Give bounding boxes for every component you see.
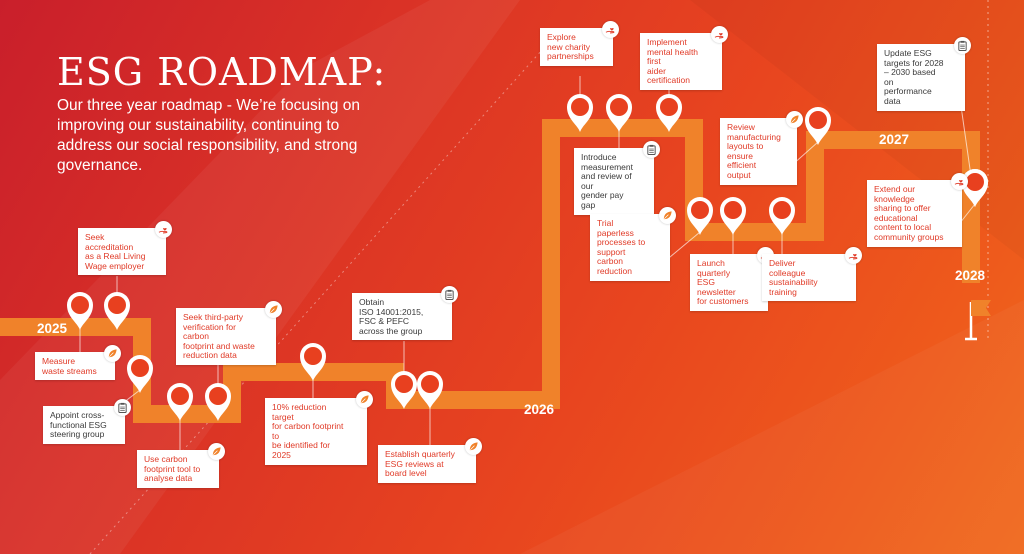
map-pin-icon xyxy=(64,289,96,331)
map-pin-icon xyxy=(564,91,596,133)
milestone-card: 10% reduction target for carbon footprin… xyxy=(265,391,373,465)
milestone-text: Deliver colleague sustainability trainin… xyxy=(769,258,818,297)
milestone-text: Obtain ISO 14001:2015, FSC & PEFC across… xyxy=(359,297,424,336)
milestone-text: Review manufacturing layouts to ensure e… xyxy=(727,122,781,180)
milestone-text: Seek accreditation as a Real Living Wage… xyxy=(85,232,146,271)
map-pin-icon xyxy=(603,91,635,133)
milestone-card: Introduce measurement and review of our … xyxy=(574,141,660,215)
clipboard-icon xyxy=(441,286,458,303)
milestone-card: Seek third-party verification for carbon… xyxy=(176,301,282,365)
map-pin-icon xyxy=(684,194,716,236)
milestone-text: Explore new charity partnerships xyxy=(547,32,594,62)
milestone-text: Extend our knowledge sharing to offer ed… xyxy=(874,184,944,242)
clipboard-icon xyxy=(643,141,660,158)
background-shard xyxy=(520,300,1024,554)
milestone-card: Establish quarterly ESG reviews at board… xyxy=(378,438,482,483)
year-label-2027: 2027 xyxy=(879,132,910,147)
milestone-card: Extend our knowledge sharing to offer ed… xyxy=(867,173,968,247)
map-pin-icon xyxy=(297,340,329,382)
flag-icon xyxy=(965,300,991,341)
map-pin-icon xyxy=(717,194,749,236)
leaf-icon xyxy=(356,391,373,408)
map-pin-icon xyxy=(653,91,685,133)
year-label-2028: 2028 xyxy=(955,268,986,283)
milestone-text: Implement mental health first aider cert… xyxy=(647,37,699,86)
leaf-icon xyxy=(786,111,803,128)
hand-heart-icon xyxy=(155,221,172,238)
map-pin-icon xyxy=(101,289,133,331)
milestone-card: Seek accreditation as a Real Living Wage… xyxy=(78,221,172,276)
roadmap-path xyxy=(0,119,980,423)
milestone-card: Use carbon footprint tool to analyse dat… xyxy=(137,443,225,488)
milestone-text: Update ESG targets for 2028 – 2030 based… xyxy=(884,48,944,106)
hand-heart-icon xyxy=(845,247,862,264)
connector-line xyxy=(663,231,701,263)
leaf-icon xyxy=(465,438,482,455)
map-pin-icon xyxy=(414,368,446,410)
milestone-card: Obtain ISO 14001:2015, FSC & PEFC across… xyxy=(352,286,458,341)
milestone-card: Review manufacturing layouts to ensure e… xyxy=(720,111,803,185)
year-label-2025: 2025 xyxy=(37,321,68,336)
milestone-card: Measure waste streams xyxy=(35,345,121,381)
milestone-card: Deliver colleague sustainability trainin… xyxy=(762,247,862,302)
hand-heart-icon xyxy=(711,26,728,43)
leaf-icon xyxy=(208,443,225,460)
milestone-text: Trial paperless processes to support car… xyxy=(597,218,646,276)
map-pin-icon xyxy=(802,104,834,146)
hand-heart-icon xyxy=(951,173,968,190)
map-pin-icon xyxy=(202,380,234,422)
hand-heart-icon xyxy=(602,21,619,38)
milestone-text: Seek third-party verification for carbon… xyxy=(183,312,255,361)
page-title: ESG ROADMAP: xyxy=(57,50,387,94)
map-pin-icon xyxy=(766,194,798,236)
background-shard xyxy=(0,0,520,554)
leaf-icon xyxy=(265,301,282,318)
page-subtitle: Our three year roadmap - We’re focusing … xyxy=(57,97,360,174)
map-pin-icon xyxy=(388,368,420,410)
year-label-2026: 2026 xyxy=(524,402,555,417)
milestone-card: Launch quarterly ESG newsletter for cust… xyxy=(690,247,774,311)
clipboard-icon xyxy=(114,399,131,416)
milestone-text: Introduce measurement and review of our … xyxy=(581,152,633,210)
milestone-card: Update ESG targets for 2028 – 2030 based… xyxy=(877,37,971,111)
leaf-icon xyxy=(104,345,121,362)
milestone-text: Establish quarterly ESG reviews at board… xyxy=(385,449,455,479)
clipboard-icon xyxy=(954,37,971,54)
milestone-card: Appoint cross- functional ESG steering g… xyxy=(43,399,131,444)
milestone-text: Use carbon footprint tool to analyse dat… xyxy=(144,454,201,484)
milestone-card: Explore new charity partnerships xyxy=(540,21,619,66)
map-pin-icon xyxy=(959,166,991,208)
map-pin-icon xyxy=(164,380,196,422)
map-pin-icon xyxy=(124,352,156,394)
milestone-text: Measure waste streams xyxy=(42,356,97,376)
milestone-card: Implement mental health first aider cert… xyxy=(640,26,728,90)
milestone-text: Appoint cross- functional ESG steering g… xyxy=(50,410,107,440)
milestone-text: 10% reduction target for carbon footprin… xyxy=(272,402,344,460)
milestone-text: Launch quarterly ESG newsletter for cust… xyxy=(697,258,749,307)
leaf-icon xyxy=(659,207,676,224)
milestone-card: Trial paperless processes to support car… xyxy=(590,207,676,281)
